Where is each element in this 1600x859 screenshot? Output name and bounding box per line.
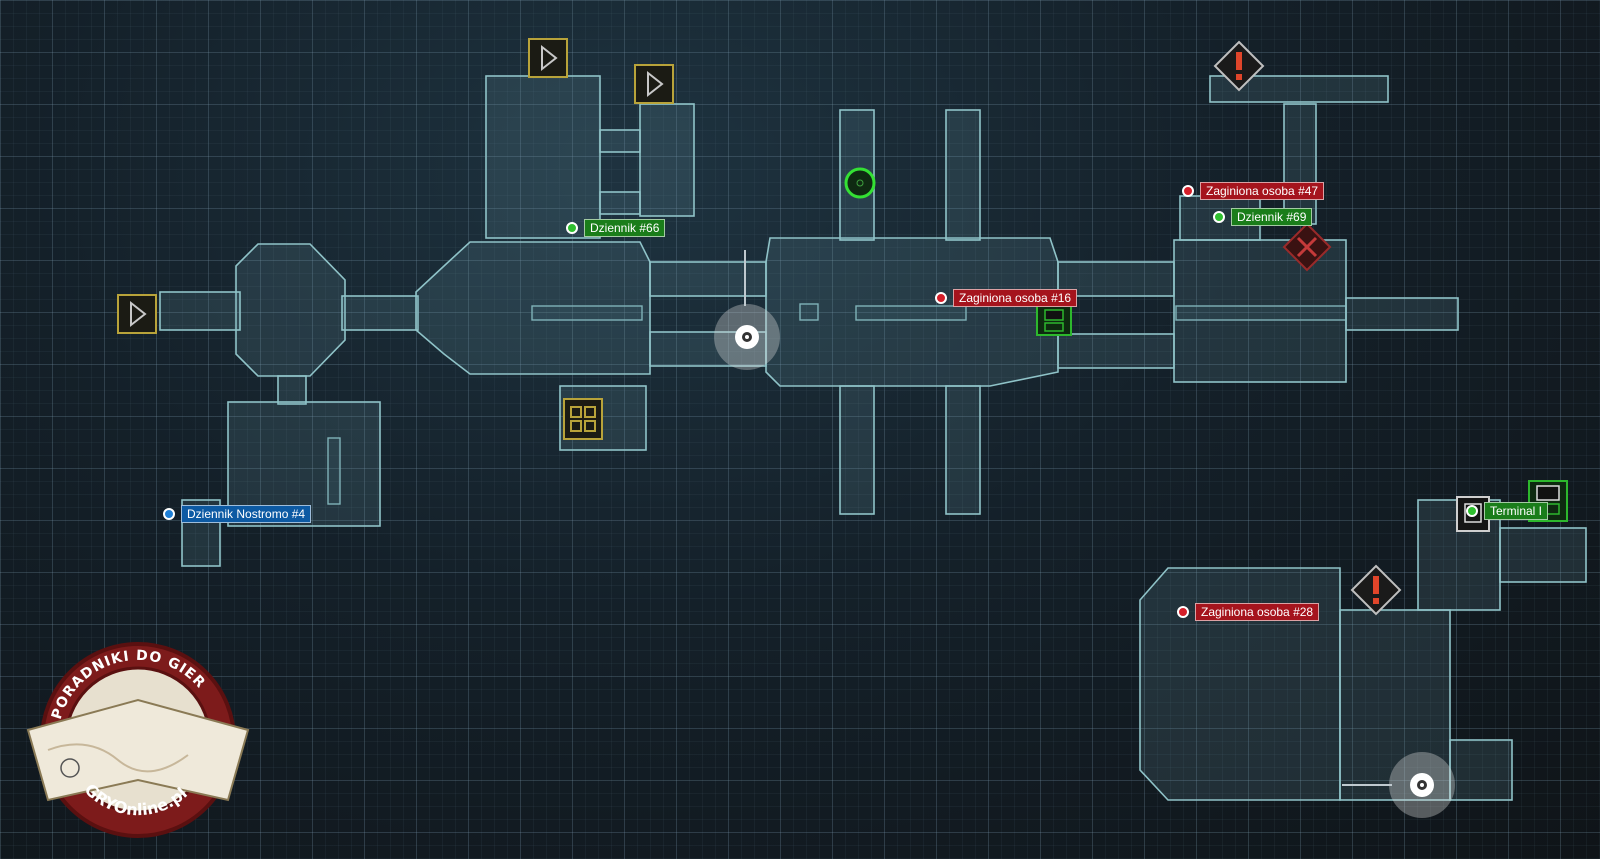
exit-arrow-icon[interactable] (117, 294, 157, 334)
storage-icon[interactable] (563, 398, 603, 440)
marker-dot (935, 292, 947, 304)
room-east-hall (1173, 239, 1347, 383)
tower-south-b (945, 385, 981, 515)
marker-terminal[interactable]: Terminal I (1466, 502, 1549, 520)
marker-missing-28[interactable]: Zaginiona osoba #28 (1177, 603, 1320, 621)
corridor-north-b (599, 191, 641, 215)
marker-dot (1177, 606, 1189, 618)
room-southeast-big (1139, 567, 1341, 801)
player-marker-icon-2 (1389, 752, 1455, 818)
marker-log-66[interactable]: Dziennik #66 (566, 219, 666, 237)
marker-log-69[interactable]: Dziennik #69 (1213, 208, 1313, 226)
room-left-hub (235, 243, 346, 377)
room-southeast-far (1499, 527, 1587, 583)
slot-west-hall (531, 305, 643, 321)
marker-dot (1213, 211, 1225, 223)
corridor-southeast-bottom (1449, 739, 1513, 801)
corridor-hub-south (277, 375, 307, 405)
room-main-hall (765, 237, 1059, 387)
marker-label: Dziennik Nostromo #4 (181, 505, 312, 523)
marker-dot (1182, 185, 1194, 197)
marker-label: Terminal I (1484, 502, 1549, 520)
marker-missing-16[interactable]: Zaginiona osoba #16 (935, 289, 1078, 307)
block-main-hall (799, 303, 819, 321)
corridor-east-south (1057, 333, 1175, 369)
corridor-north-a (599, 129, 641, 153)
room-north-block (485, 75, 601, 239)
marker-missing-47[interactable]: Zaginiona osoba #47 (1182, 182, 1325, 200)
hazard-warning-icon[interactable] (1350, 564, 1402, 616)
marker-label: Zaginiona osoba #16 (953, 289, 1078, 307)
corridor-left-exit (159, 291, 241, 331)
marker-label: Dziennik #66 (584, 219, 666, 237)
marker-nostromo-4[interactable]: Dziennik Nostromo #4 (163, 505, 312, 523)
corridor-mid-north (649, 261, 767, 297)
room-north-side (639, 103, 695, 217)
room-southeast-mid (1339, 609, 1451, 801)
save-station-icon[interactable] (1036, 304, 1072, 336)
tower-south-a (839, 385, 875, 515)
slot-east-hall (1175, 305, 1347, 321)
exit-arrow-icon[interactable] (528, 38, 568, 78)
marker-dot (566, 222, 578, 234)
corridor-far-east (1345, 297, 1459, 331)
corridor-east-north (1057, 261, 1175, 297)
pillar-southwest (327, 437, 341, 505)
tower-north-b (945, 109, 981, 241)
player-direction-arrow-2 (1342, 784, 1392, 786)
marker-dot (1466, 505, 1478, 517)
locked-door-icon[interactable] (1282, 222, 1332, 272)
exit-arrow-icon[interactable] (634, 64, 674, 104)
gryonline-watermark-logo: PORADNIKI DO GIER GRYOnline.pl (18, 640, 258, 840)
corridor-northeast-vertical (1283, 103, 1317, 225)
slot-main-hall (855, 305, 967, 321)
corridor-hub-link (341, 295, 419, 331)
player-direction-arrow (744, 250, 746, 306)
marker-dot (163, 508, 175, 520)
room-west-hall (415, 241, 651, 375)
hazard-warning-icon[interactable] (1213, 40, 1265, 92)
marker-label: Dziennik #69 (1231, 208, 1313, 226)
watermark-seal-icon: PORADNIKI DO GIER GRYOnline.pl (26, 642, 250, 838)
marker-label: Zaginiona osoba #28 (1195, 603, 1320, 621)
player-marker-icon (714, 304, 780, 370)
marker-label: Zaginiona osoba #47 (1200, 182, 1325, 200)
objective-circle-icon[interactable] (843, 166, 877, 200)
